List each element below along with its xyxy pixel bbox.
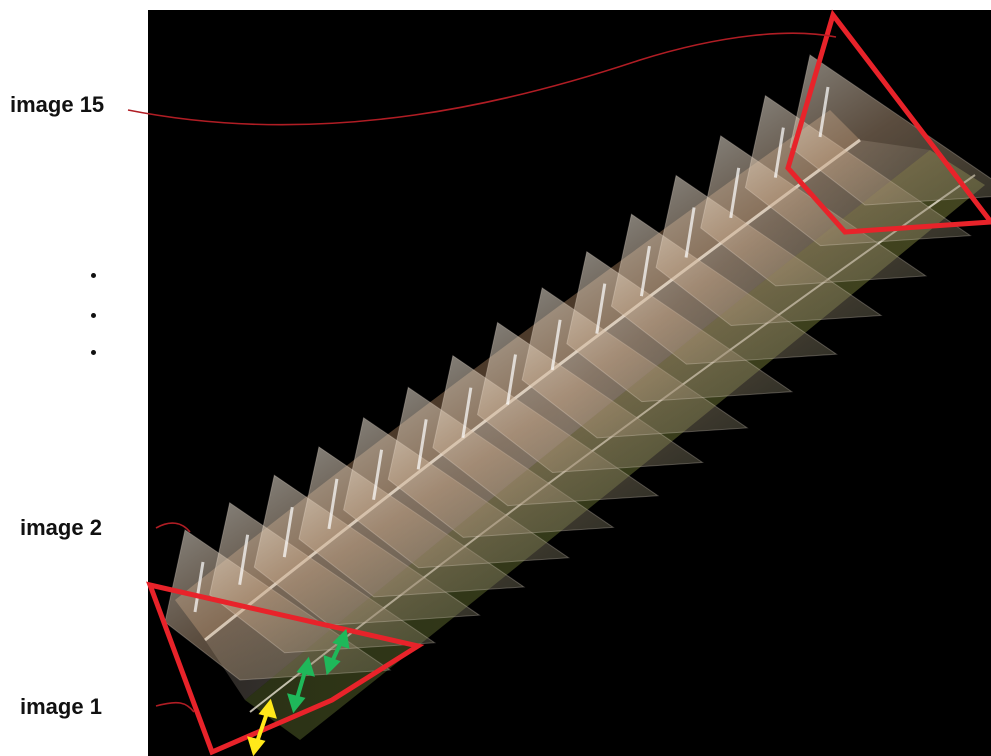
pole-highlight <box>461 387 473 438</box>
image-1-leader-line <box>155 701 195 713</box>
image-2-label: image 2 <box>20 515 102 540</box>
pole-highlight <box>595 283 607 334</box>
ellipsis-dot <box>91 350 96 355</box>
image-15-outline <box>785 9 991 235</box>
pole-highlight <box>684 207 696 258</box>
image-15-label: image 15 <box>10 92 105 117</box>
yellow-double-arrow <box>247 698 277 756</box>
ellipsis-dot <box>91 273 96 278</box>
pole-highlight <box>639 245 651 297</box>
image-2-leader-line <box>155 522 191 533</box>
green-double-arrow-far <box>323 628 350 676</box>
image-footprints <box>164 54 991 681</box>
pole-highlight <box>729 167 741 219</box>
pole-highlight <box>327 478 339 530</box>
pole-highlight <box>282 506 294 558</box>
pole-highlight <box>238 534 250 585</box>
ellipsis-dot <box>91 313 96 318</box>
pole-highlight <box>550 319 562 371</box>
pole-highlight <box>773 127 785 178</box>
pole-highlight <box>416 419 428 470</box>
image-footprint <box>789 54 991 206</box>
image-1-label: image 1 <box>20 694 102 719</box>
pole-highlight <box>193 561 205 613</box>
pole-highlight <box>506 354 517 405</box>
pole-highlight <box>818 86 830 138</box>
pole-highlight <box>372 449 384 500</box>
image-15-leader-line <box>127 32 837 126</box>
green-double-arrow-near <box>287 656 315 714</box>
image-1-outline <box>146 581 425 756</box>
